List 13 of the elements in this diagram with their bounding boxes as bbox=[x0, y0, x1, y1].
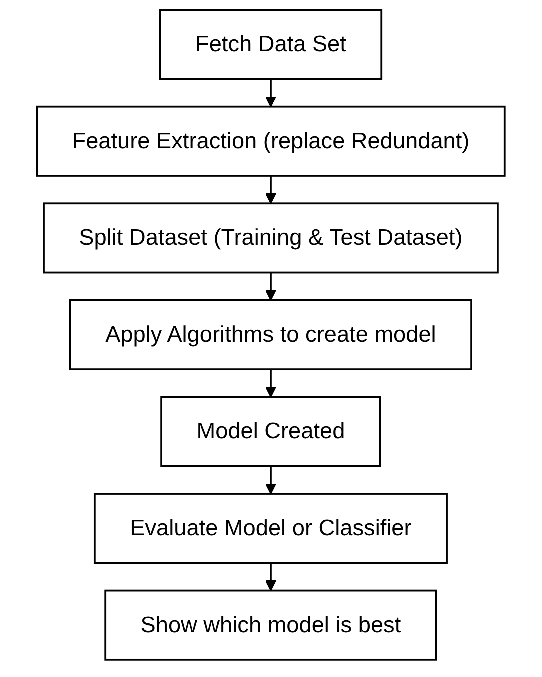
process-box: Feature Extraction (replace Redundant) bbox=[36, 106, 506, 177]
arrow bbox=[265, 176, 277, 204]
process-box: Split Dataset (Training & Test Dataset) bbox=[43, 202, 499, 274]
process-box: Show which model is best bbox=[104, 590, 438, 661]
process-box: Evaluate Model or Classifier bbox=[94, 493, 448, 564]
arrow bbox=[265, 370, 277, 398]
process-box: Model Created bbox=[160, 396, 382, 468]
arrow bbox=[265, 272, 277, 301]
process-box: Fetch Data Set bbox=[159, 9, 383, 80]
arrow bbox=[265, 79, 277, 108]
arrow bbox=[265, 466, 277, 494]
process-box: Apply Algorithms to create model bbox=[69, 299, 473, 370]
arrow bbox=[265, 563, 277, 592]
